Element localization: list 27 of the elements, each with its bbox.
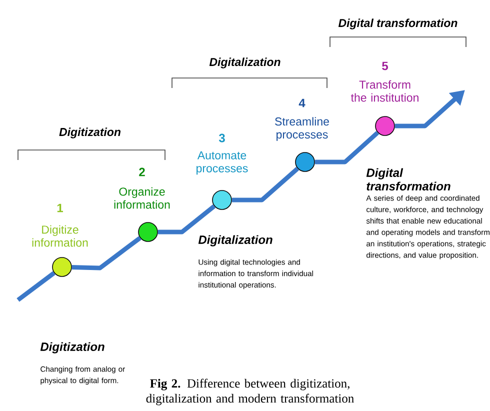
step-number: 1 xyxy=(57,204,63,212)
step-number: 5 xyxy=(382,62,388,70)
path-line xyxy=(72,236,142,270)
milestone-circle xyxy=(212,190,232,210)
description-heading: Digitalization xyxy=(198,235,272,246)
step-number: 4 xyxy=(298,98,306,108)
path-line xyxy=(232,166,300,202)
milestone-circle xyxy=(138,222,158,242)
phase-heading: Digitalization xyxy=(209,58,280,68)
step-label: Organize information xyxy=(114,187,170,209)
path-line xyxy=(16,271,56,302)
description-heading: Digital transformation xyxy=(366,168,450,190)
path-line xyxy=(314,130,380,164)
milestone-circle xyxy=(295,152,315,172)
path-line xyxy=(158,204,216,234)
phase-heading: Digitization xyxy=(59,128,120,138)
caption: Fig 2. Difference between digitization, digitalization and modern transformation xyxy=(146,378,354,406)
step-number: 2 xyxy=(139,168,145,176)
step-label: Streamline processes xyxy=(275,117,329,141)
step-number: 3 xyxy=(218,134,225,142)
phase-heading: Digital transformation xyxy=(338,18,458,30)
description-heading: Digitization xyxy=(40,342,104,354)
milestone-circle xyxy=(52,257,72,277)
step-label: Automate processes xyxy=(196,151,248,175)
step-label: Digitize information xyxy=(32,225,88,247)
milestone-circle xyxy=(375,116,395,136)
step-label: Transform the institution xyxy=(350,80,418,102)
